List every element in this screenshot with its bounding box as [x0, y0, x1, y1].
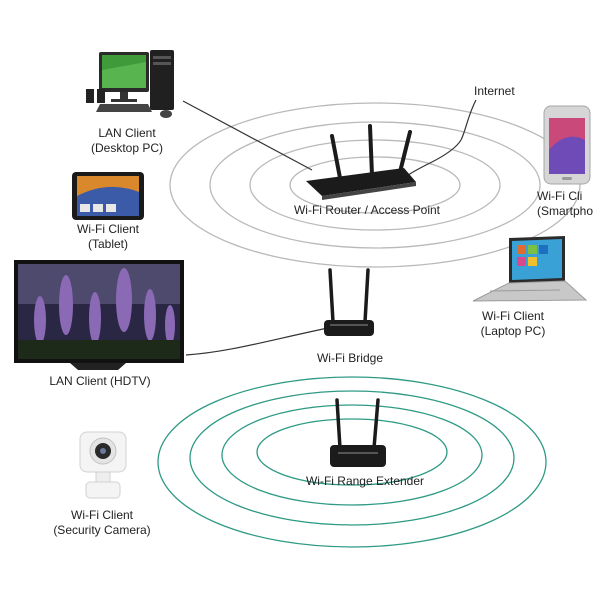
security-camera-label: Wi-Fi Client (Security Camera): [53, 508, 151, 537]
wifi-router-icon: [306, 124, 416, 200]
desktop-router-cable: [182, 100, 313, 171]
hdtv-bridge-cable: [185, 327, 329, 356]
smartphone-icon: [543, 105, 591, 185]
laptop-label: Wi-Fi Client (Laptop PC): [480, 309, 546, 338]
tablet-icon: [72, 172, 144, 220]
desktop-pc-icon: [86, 50, 174, 118]
extender-signal-rings: [157, 376, 547, 548]
laptop-icon: [472, 236, 588, 302]
tablet-label: Wi-Fi Client (Tablet): [77, 222, 139, 251]
router-label: Wi-Fi Router / Access Point: [293, 203, 441, 217]
internet-cable: [406, 99, 477, 177]
range-extender-icon: [330, 398, 386, 467]
security-camera-icon: [79, 431, 127, 499]
internet-label: Internet: [474, 84, 515, 98]
hdtv-icon: [14, 260, 184, 370]
extender-label: Wi-Fi Range Extender: [305, 474, 425, 488]
hdtv-label: LAN Client (HDTV): [49, 374, 151, 388]
bridge-label: Wi-Fi Bridge: [316, 351, 383, 365]
wifi-bridge-icon: [324, 268, 374, 336]
router-signal-rings: [169, 102, 581, 268]
smartphone-label: Wi-Fi Cli (Smartpho: [537, 189, 594, 218]
desktop-pc-label: LAN Client (Desktop PC): [90, 126, 164, 155]
